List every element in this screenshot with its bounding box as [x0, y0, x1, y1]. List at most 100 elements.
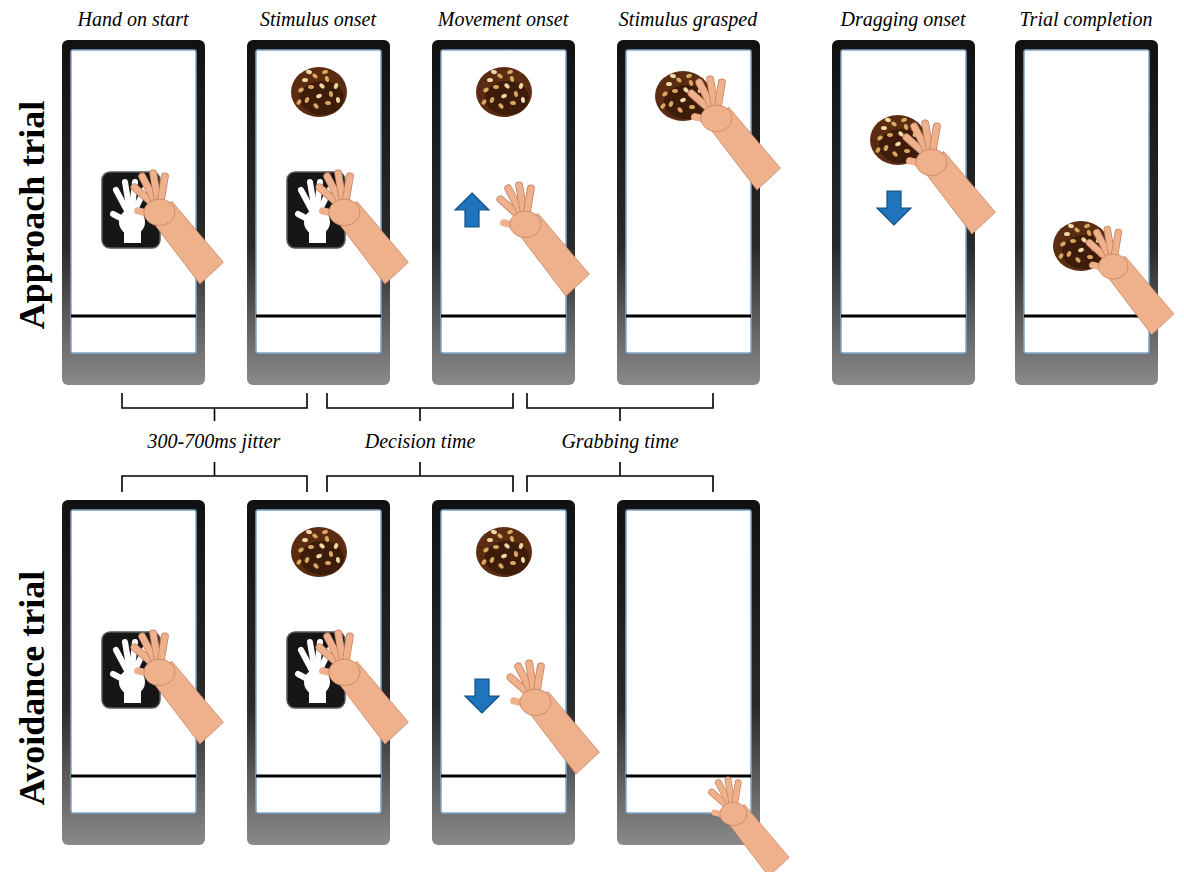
muffin-nut [302, 538, 308, 542]
muffin-nut [308, 85, 314, 90]
finish-line [256, 775, 381, 778]
muffin-nut [296, 98, 303, 105]
muffin-nut [885, 117, 892, 122]
interval-bracket [527, 462, 713, 492]
muffin-nut [481, 558, 488, 565]
muffin-nut [513, 91, 518, 98]
muffin-nut [1074, 256, 1081, 263]
muffin-nut [666, 82, 672, 86]
screen-area [626, 510, 751, 813]
screen-area [441, 50, 566, 353]
muffin-nut [336, 557, 341, 563]
muffin-nut [306, 529, 313, 534]
muffin-nut [876, 135, 883, 142]
muffin-nut [493, 545, 499, 550]
muffin-nut [328, 91, 333, 98]
muffin-stimulus [291, 67, 347, 117]
screen-area [441, 510, 566, 813]
muffin-nut [304, 96, 310, 103]
muffin-nut [496, 533, 503, 540]
muffin-nut [685, 73, 692, 79]
muffin-nut [325, 561, 332, 566]
muffin-nut [302, 78, 308, 82]
interval-bracket [527, 393, 713, 421]
start-hand-wrist [309, 687, 326, 703]
finish-line [441, 775, 566, 778]
tablet-screen [62, 40, 223, 385]
step-label: Movement onset [438, 8, 569, 31]
muffin-nut [518, 542, 524, 549]
muffin-nut [491, 529, 498, 534]
direction-arrow [465, 679, 499, 713]
muffin-nut [311, 533, 318, 540]
muffin-nut [661, 91, 668, 98]
muffin-nut [1087, 255, 1094, 260]
direction-arrow [877, 191, 911, 225]
muffin-shade [485, 81, 529, 115]
tablet-frame [62, 40, 205, 385]
palm [329, 659, 360, 686]
muffin-nut [1083, 223, 1090, 229]
muffin-nut [321, 69, 328, 75]
muffin-shade [300, 541, 344, 575]
palm [720, 802, 747, 825]
muffin-nut [324, 76, 329, 83]
tablet-frame [62, 500, 205, 845]
muffin-stimulus [476, 527, 532, 577]
label-anchor: Grabbing time [561, 430, 678, 453]
hand [319, 633, 408, 744]
muffin-shade [300, 81, 344, 115]
muffin-nut [518, 82, 524, 89]
screen-area [256, 50, 381, 353]
tablet-screen [432, 40, 589, 385]
muffin-nut [318, 543, 325, 550]
muffin-nut [506, 69, 513, 75]
palm [329, 199, 360, 226]
muffin-nut [668, 100, 674, 107]
screen-area [71, 510, 196, 813]
tablet-screen [617, 40, 780, 385]
hand [510, 663, 599, 774]
interval-bracket [327, 393, 513, 421]
muffin-nut [297, 547, 304, 554]
muffin-nut [312, 562, 319, 569]
muffin-nut [312, 102, 319, 109]
muffin-nut [306, 69, 313, 74]
muffin-body [291, 67, 347, 117]
tablet-screen [617, 500, 789, 872]
start-hand-wrist [124, 227, 141, 243]
muffin-nut [521, 557, 526, 563]
step-label: Stimulus onset [260, 8, 376, 31]
muffin-nut [503, 83, 510, 90]
muffin-nut [318, 83, 325, 90]
muffin-nut [297, 87, 304, 94]
muffin-nut [1077, 247, 1084, 253]
tablet-frame [617, 40, 760, 385]
palm [510, 211, 541, 238]
muffin-stimulus [476, 67, 532, 117]
muffin-nut [883, 144, 889, 151]
screen-area [626, 50, 751, 353]
finish-line [626, 775, 751, 778]
label-anchor: Trial completion [1020, 8, 1153, 31]
muffin-nut [487, 78, 493, 82]
muffin-nut [1064, 232, 1070, 236]
muffin-nut [894, 141, 901, 147]
step-label: Trial completion [1020, 8, 1153, 31]
interval-bracket [327, 462, 513, 492]
tablet-frame [247, 500, 390, 845]
muffin-nut [489, 556, 495, 563]
muffin-body [476, 527, 532, 577]
muffin-nut [503, 543, 510, 550]
interval-bracket [122, 462, 307, 492]
step-label: Stimulus grasped [619, 8, 757, 31]
muffin-nut [315, 553, 322, 559]
muffin-nut [660, 102, 667, 109]
muffin-nut [1066, 250, 1072, 257]
finish-line [1024, 315, 1149, 318]
start-hand-wrist [309, 227, 326, 243]
muffin-nut [336, 97, 341, 103]
muffin-nut [1068, 223, 1075, 228]
tablet-screen [62, 500, 223, 845]
muffin-nut [679, 97, 686, 103]
